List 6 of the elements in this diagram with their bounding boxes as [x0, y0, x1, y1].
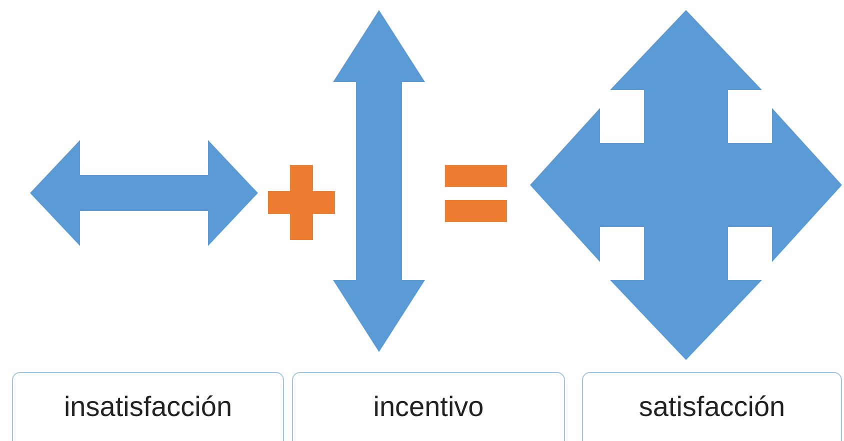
label-box — [12, 372, 284, 441]
label-text: satisfacción — [638, 390, 786, 424]
label-box — [292, 372, 565, 441]
label-text: insatisfacción — [64, 390, 232, 424]
label-box — [582, 372, 842, 441]
label-text: incentivo — [373, 390, 484, 424]
